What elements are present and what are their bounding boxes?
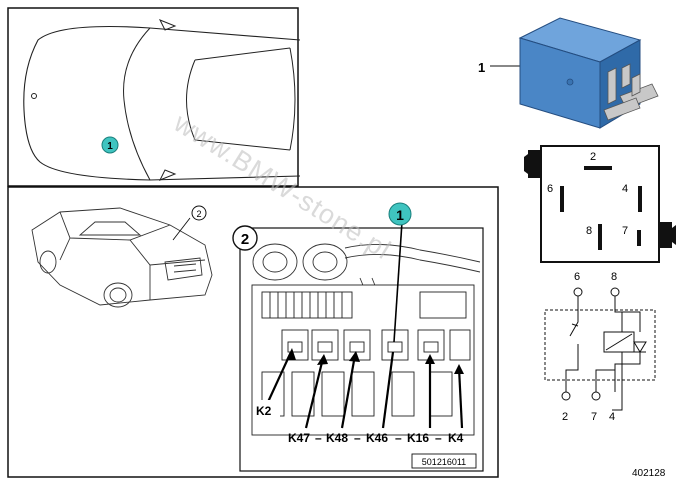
terminal-6-label: 6 xyxy=(574,271,580,283)
label-k16: K16 xyxy=(407,431,429,445)
terminal-8-label: 8 xyxy=(611,271,617,283)
terminal-4-label: 4 xyxy=(609,411,615,423)
relay-pins xyxy=(603,63,659,121)
pin-7-label: 7 xyxy=(622,225,628,237)
detail-callout-2-text: 2 xyxy=(241,231,249,248)
windshield-front xyxy=(186,59,196,141)
detail-callout-2 xyxy=(232,225,258,251)
detail-panel: 2 2 xyxy=(7,186,499,478)
drawing-code: 501216011 xyxy=(422,457,466,467)
pointer-arrows xyxy=(267,221,464,429)
pinout-view: 2 6 4 8 7 xyxy=(524,145,676,263)
terminal-2-label: 2 xyxy=(562,411,568,423)
pin-2-blade xyxy=(584,166,612,170)
figure-number: 402128 xyxy=(632,468,666,479)
circuit-schematic: 6 8 2 7 4 xyxy=(544,271,656,423)
overview-panel: 1 xyxy=(7,7,301,187)
pin-4-label: 4 xyxy=(622,183,628,195)
overview-callout-1 xyxy=(101,136,119,154)
mirror-right xyxy=(158,169,177,181)
label-sep-4: – xyxy=(435,431,442,445)
label-sep-3: – xyxy=(395,431,402,445)
relay-callout-1-text: 1 xyxy=(396,207,404,223)
label-k47: K47 xyxy=(288,431,310,445)
pin-6-label: 6 xyxy=(547,183,553,195)
relay-part: 1 xyxy=(478,17,659,129)
emblem-mark xyxy=(31,93,37,99)
pin-8-label: 8 xyxy=(586,225,592,237)
pin-7-blade xyxy=(637,230,641,246)
car-top-outline xyxy=(23,25,301,181)
label-sep-2: – xyxy=(354,431,361,445)
pin-2-label: 2 xyxy=(590,151,596,163)
relay-callout-1 xyxy=(388,202,412,226)
pointer-arrowheads xyxy=(286,348,464,374)
pin-6-blade xyxy=(560,186,564,212)
car-callout-2-text: 2 xyxy=(196,209,201,219)
car-callout-2 xyxy=(191,205,207,221)
label-k48: K48 xyxy=(326,431,348,445)
label-k4: K4 xyxy=(448,431,464,445)
mirror-left xyxy=(158,19,177,31)
part-callout-1: 1 xyxy=(478,60,485,75)
overview-callout-1-text: 1 xyxy=(107,141,113,152)
hood-line xyxy=(123,27,151,181)
relay-carrier xyxy=(251,284,475,436)
car-3d-sketch xyxy=(31,207,213,308)
drawing-code-box xyxy=(411,453,477,469)
terminal-7-label: 7 xyxy=(591,411,597,423)
label-k2: K2 xyxy=(256,404,272,418)
pin-8-blade xyxy=(598,224,602,250)
label-sep-1: – xyxy=(315,431,322,445)
pin-4-blade xyxy=(638,186,642,212)
label-k46: K46 xyxy=(366,431,388,445)
relay-enclosure xyxy=(544,309,656,381)
